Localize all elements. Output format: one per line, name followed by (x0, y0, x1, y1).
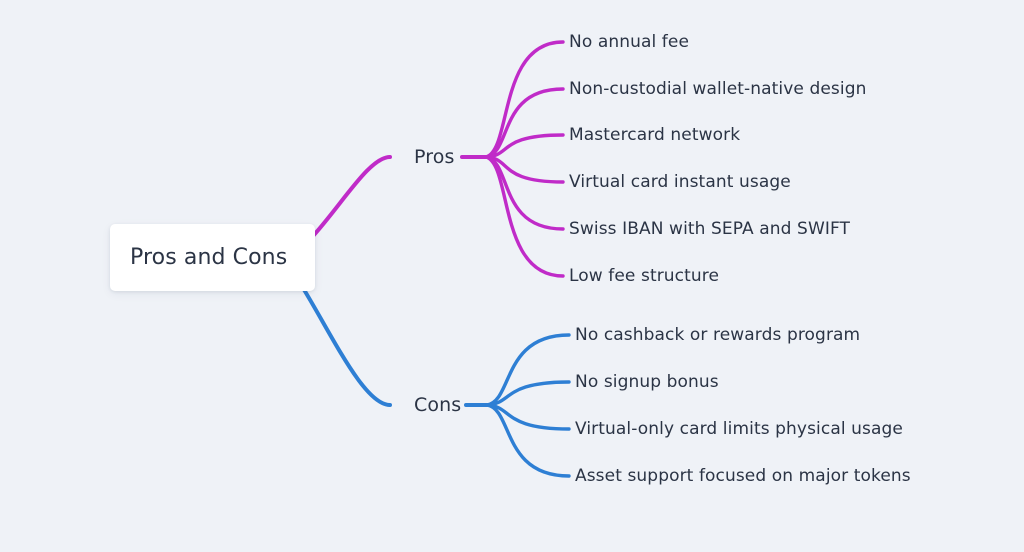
leaf-label-cons-2[interactable]: Virtual-only card limits physical usage (575, 419, 903, 439)
pros-edge-group (311, 40, 565, 278)
cons-edge-group (301, 286, 571, 478)
leaf-label-cons-0[interactable]: No cashback or rewards program (575, 325, 861, 345)
mind-map-edge (484, 155, 565, 278)
leaf-label-pros-3[interactable]: Virtual card instant usage (569, 172, 791, 192)
leaf-label-pros-1[interactable]: Non-custodial wallet-native design (569, 79, 867, 99)
mind-map-edge (301, 286, 392, 407)
root-node[interactable]: Pros and Cons (110, 224, 315, 291)
mind-map-edge (484, 40, 565, 159)
leaf-label-pros-2[interactable]: Mastercard network (569, 125, 741, 145)
leaf-label-pros-4[interactable]: Swiss IBAN with SEPA and SWIFT (569, 219, 851, 239)
branch-label-cons[interactable]: Cons (414, 394, 462, 416)
leaf-label-pros-0[interactable]: No annual fee (569, 32, 690, 52)
leaf-label-pros-5[interactable]: Low fee structure (569, 266, 720, 286)
mind-map-edge (485, 380, 571, 407)
mind-map-edge (485, 403, 571, 478)
mind-map-edge (484, 87, 565, 159)
branch-label-pros[interactable]: Pros (414, 146, 455, 168)
mind-map-edge (485, 333, 571, 407)
mind-map-edge (311, 155, 392, 238)
leaf-label-cons-3[interactable]: Asset support focused on major tokens (575, 466, 911, 486)
mind-map-edge (484, 133, 565, 159)
leaf-label-cons-1[interactable]: No signup bonus (575, 372, 719, 392)
root-node-label: Pros and Cons (130, 245, 288, 270)
